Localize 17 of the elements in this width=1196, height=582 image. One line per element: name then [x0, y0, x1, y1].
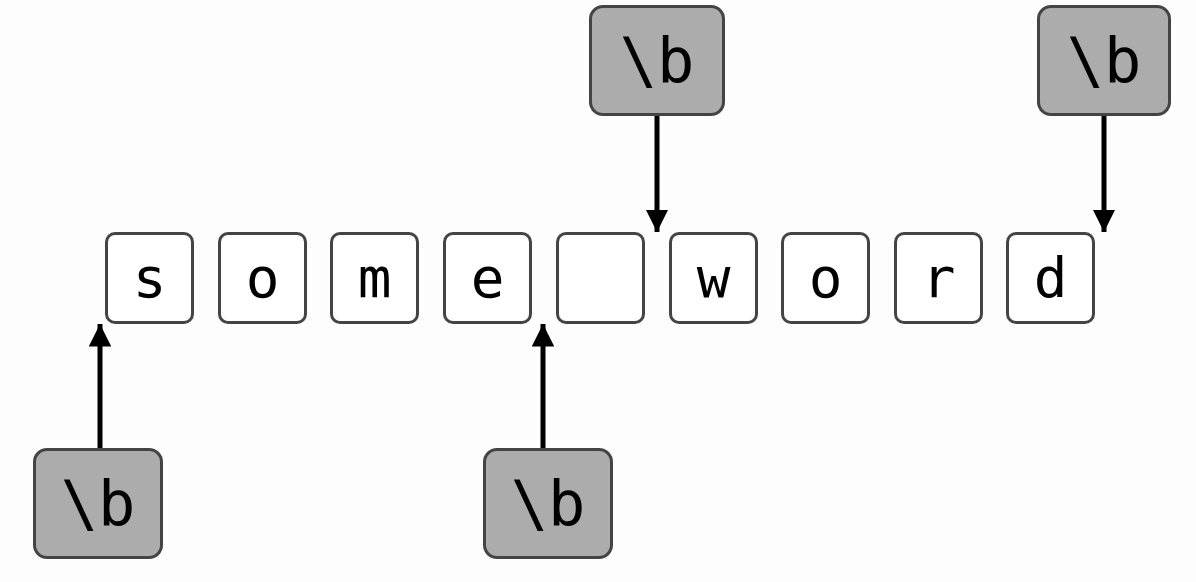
boundary-token-box: \b: [1037, 5, 1171, 116]
boundary-token-box: \b: [483, 448, 613, 559]
character-tile: w: [669, 232, 758, 324]
arrow: [88, 324, 112, 448]
character-tile: o: [218, 232, 307, 324]
character-tile: o: [781, 232, 870, 324]
character-tile: s: [105, 232, 194, 324]
arrow: [531, 324, 555, 448]
character-tile: m: [330, 232, 419, 324]
character-tile: e: [443, 232, 532, 324]
boundary-token-box: \b: [33, 448, 163, 559]
boundary-token-box: \b: [589, 5, 725, 116]
character-tile: d: [1006, 232, 1095, 324]
arrow: [645, 116, 669, 232]
arrow: [1092, 116, 1116, 232]
empty-tile: [556, 232, 645, 324]
character-tile: r: [894, 232, 983, 324]
